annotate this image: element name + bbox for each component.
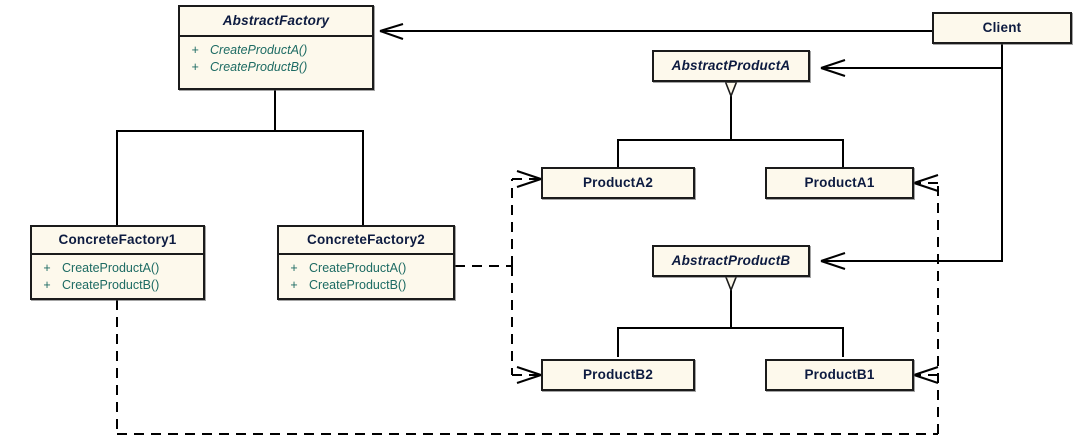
compartment-divider: [279, 252, 453, 255]
operation-row: + CreateProductB(): [32, 277, 203, 294]
operation-name: CreateProductB(): [62, 277, 160, 292]
class-name-abstract-product-a: AbstractProductA: [671, 58, 791, 73]
generalization-productsa-to-abstractproducta: [617, 96, 844, 167]
operations-compartment-abstract-factory: + CreateProductA() + CreateProductB(): [180, 37, 372, 81]
generalization-concretefactories-to-abstractfactory: [116, 90, 364, 225]
operation-name: CreateProductA(): [309, 260, 407, 275]
dependency-arrowheads-concretefactory1: [913, 174, 939, 384]
operation-visibility: +: [191, 42, 199, 57]
class-name-client: Client: [982, 20, 1022, 35]
operation-visibility: +: [191, 59, 199, 74]
generalization-productsb-to-abstractproductb: [617, 290, 844, 357]
operation-name: CreateProductB(): [309, 277, 407, 292]
class-name-abstract-product-b: AbstractProductB: [671, 253, 791, 268]
operation-row: + CreateProductA(): [180, 42, 372, 59]
dependency-arrowheads-concretefactory2: [516, 170, 542, 384]
operation-row: + CreateProductB(): [180, 59, 372, 76]
class-box-abstract-product-a[interactable]: AbstractProductA: [652, 50, 810, 82]
association-client-to-abstractproducta: [820, 44, 1003, 77]
class-box-abstract-factory[interactable]: AbstractFactory + CreateProductA() + Cre…: [178, 5, 374, 90]
dependency-concretefactory2-to-products: [455, 178, 541, 376]
class-box-client[interactable]: Client: [932, 12, 1072, 44]
dependency-concretefactory1-to-products: [116, 182, 939, 435]
operation-row: + CreateProductA(): [279, 260, 453, 277]
operations-compartment-concrete-factory-2: + CreateProductA() + CreateProductB(): [279, 255, 453, 299]
class-name-abstract-factory: AbstractFactory: [222, 13, 330, 28]
operation-name: CreateProductB(): [210, 59, 308, 74]
class-box-concrete-factory-1[interactable]: ConcreteFactory1 + CreateProductA() + Cr…: [30, 225, 205, 300]
compartment-divider: [180, 34, 372, 37]
operation-name: CreateProductA(): [210, 42, 308, 57]
class-name-concrete-factory-2: ConcreteFactory2: [307, 232, 425, 247]
class-box-concrete-factory-2[interactable]: ConcreteFactory2 + CreateProductA() + Cr…: [277, 225, 455, 300]
class-name-product-b2: ProductB2: [582, 367, 654, 382]
operation-visibility: +: [43, 277, 51, 292]
operation-visibility: +: [290, 277, 298, 292]
operation-name: CreateProductA(): [62, 260, 160, 275]
class-name-product-a1: ProductA1: [804, 175, 875, 190]
association-client-to-abstractfactory: [379, 23, 932, 40]
association-client-to-abstractproductb: [820, 44, 1003, 270]
class-box-product-b2[interactable]: ProductB2: [541, 359, 695, 391]
class-name-concrete-factory-1: ConcreteFactory1: [58, 232, 177, 247]
operation-visibility: +: [43, 260, 51, 275]
class-box-product-a1[interactable]: ProductA1: [765, 167, 914, 199]
operations-compartment-concrete-factory-1: + CreateProductA() + CreateProductB(): [32, 255, 203, 299]
operation-row: + CreateProductA(): [32, 260, 203, 277]
class-box-abstract-product-b[interactable]: AbstractProductB: [652, 245, 810, 277]
compartment-divider: [32, 252, 203, 255]
class-box-product-a2[interactable]: ProductA2: [541, 167, 695, 199]
class-name-product-b1: ProductB1: [804, 367, 875, 382]
class-box-product-b1[interactable]: ProductB1: [765, 359, 914, 391]
class-name-product-a2: ProductA2: [582, 175, 654, 190]
operation-row: + CreateProductB(): [279, 277, 453, 294]
operation-visibility: +: [290, 260, 298, 275]
